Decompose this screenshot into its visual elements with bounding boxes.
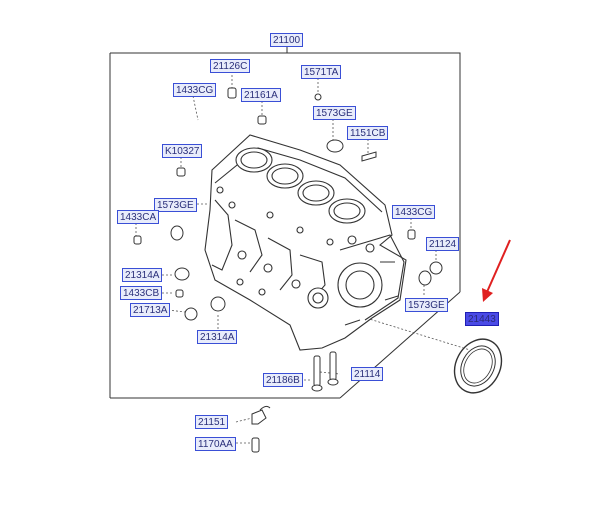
engine-block xyxy=(204,134,407,351)
dowel-pin xyxy=(227,87,237,99)
leader-line xyxy=(192,95,199,121)
part-label-1433CA[interactable]: 1433CA xyxy=(117,210,160,224)
part-label-1433CB[interactable]: 1433CB xyxy=(120,286,163,300)
part-label-21314A[interactable]: 21314A xyxy=(122,268,163,282)
expansion-plug xyxy=(184,307,198,321)
bearing-cap-bolt xyxy=(313,355,321,387)
part-label-21161A[interactable]: 21161A xyxy=(241,88,281,102)
oil-jet-bolt xyxy=(251,437,260,453)
part-label-1151CB[interactable]: 1151CB xyxy=(347,126,389,140)
expansion-plug xyxy=(170,225,184,241)
part-label-21443-highlighted[interactable]: 21443 xyxy=(465,312,499,326)
part-label-1170AA[interactable]: 1170AA xyxy=(195,437,236,451)
bolt-head xyxy=(327,378,339,386)
part-label-1433CG[interactable]: 1433CG xyxy=(392,205,436,219)
plug xyxy=(175,289,184,298)
oil-jet xyxy=(251,409,267,425)
part-label-21100[interactable]: 21100 xyxy=(270,33,304,47)
leader-line xyxy=(319,371,341,375)
expansion-plug xyxy=(418,270,432,286)
plug xyxy=(257,115,267,125)
rear-oil-seal xyxy=(453,338,503,394)
part-label-1433CG[interactable]: 1433CG xyxy=(173,83,217,97)
expansion-plug xyxy=(210,296,226,312)
oil-jet-tube xyxy=(259,405,271,411)
leader-line xyxy=(339,309,471,351)
part-label-1573GE[interactable]: 1573GE xyxy=(313,106,356,120)
plug xyxy=(133,235,142,245)
part-label-21314A[interactable]: 21314A xyxy=(197,330,238,344)
plug xyxy=(176,167,186,177)
stud xyxy=(361,151,377,162)
pointer-arrow xyxy=(482,239,511,302)
part-label-21124[interactable]: 21124 xyxy=(426,237,460,251)
part-label-21114[interactable]: 21114 xyxy=(351,367,384,381)
bolt-head xyxy=(311,384,323,392)
plug xyxy=(407,229,416,240)
part-label-1573GE[interactable]: 1573GE xyxy=(405,298,448,312)
part-label-21713A[interactable]: 21713A xyxy=(130,303,171,317)
frame-line xyxy=(110,52,461,292)
leader-line xyxy=(235,417,253,423)
part-label-21151[interactable]: 21151 xyxy=(195,415,229,429)
part-label-K10327[interactable]: K10327 xyxy=(162,144,203,158)
bolt xyxy=(314,93,322,101)
bearing-cap-bolt xyxy=(329,351,337,381)
expansion-plug xyxy=(429,261,443,275)
seal xyxy=(326,139,344,153)
expansion-plug xyxy=(174,267,190,281)
part-label-21186B[interactable]: 21186B xyxy=(263,373,303,387)
part-label-21126C[interactable]: 21126C xyxy=(210,59,251,73)
leader-line xyxy=(167,309,186,313)
part-label-1573GE[interactable]: 1573GE xyxy=(154,198,197,212)
part-label-1571TA[interactable]: 1571TA xyxy=(301,65,342,79)
